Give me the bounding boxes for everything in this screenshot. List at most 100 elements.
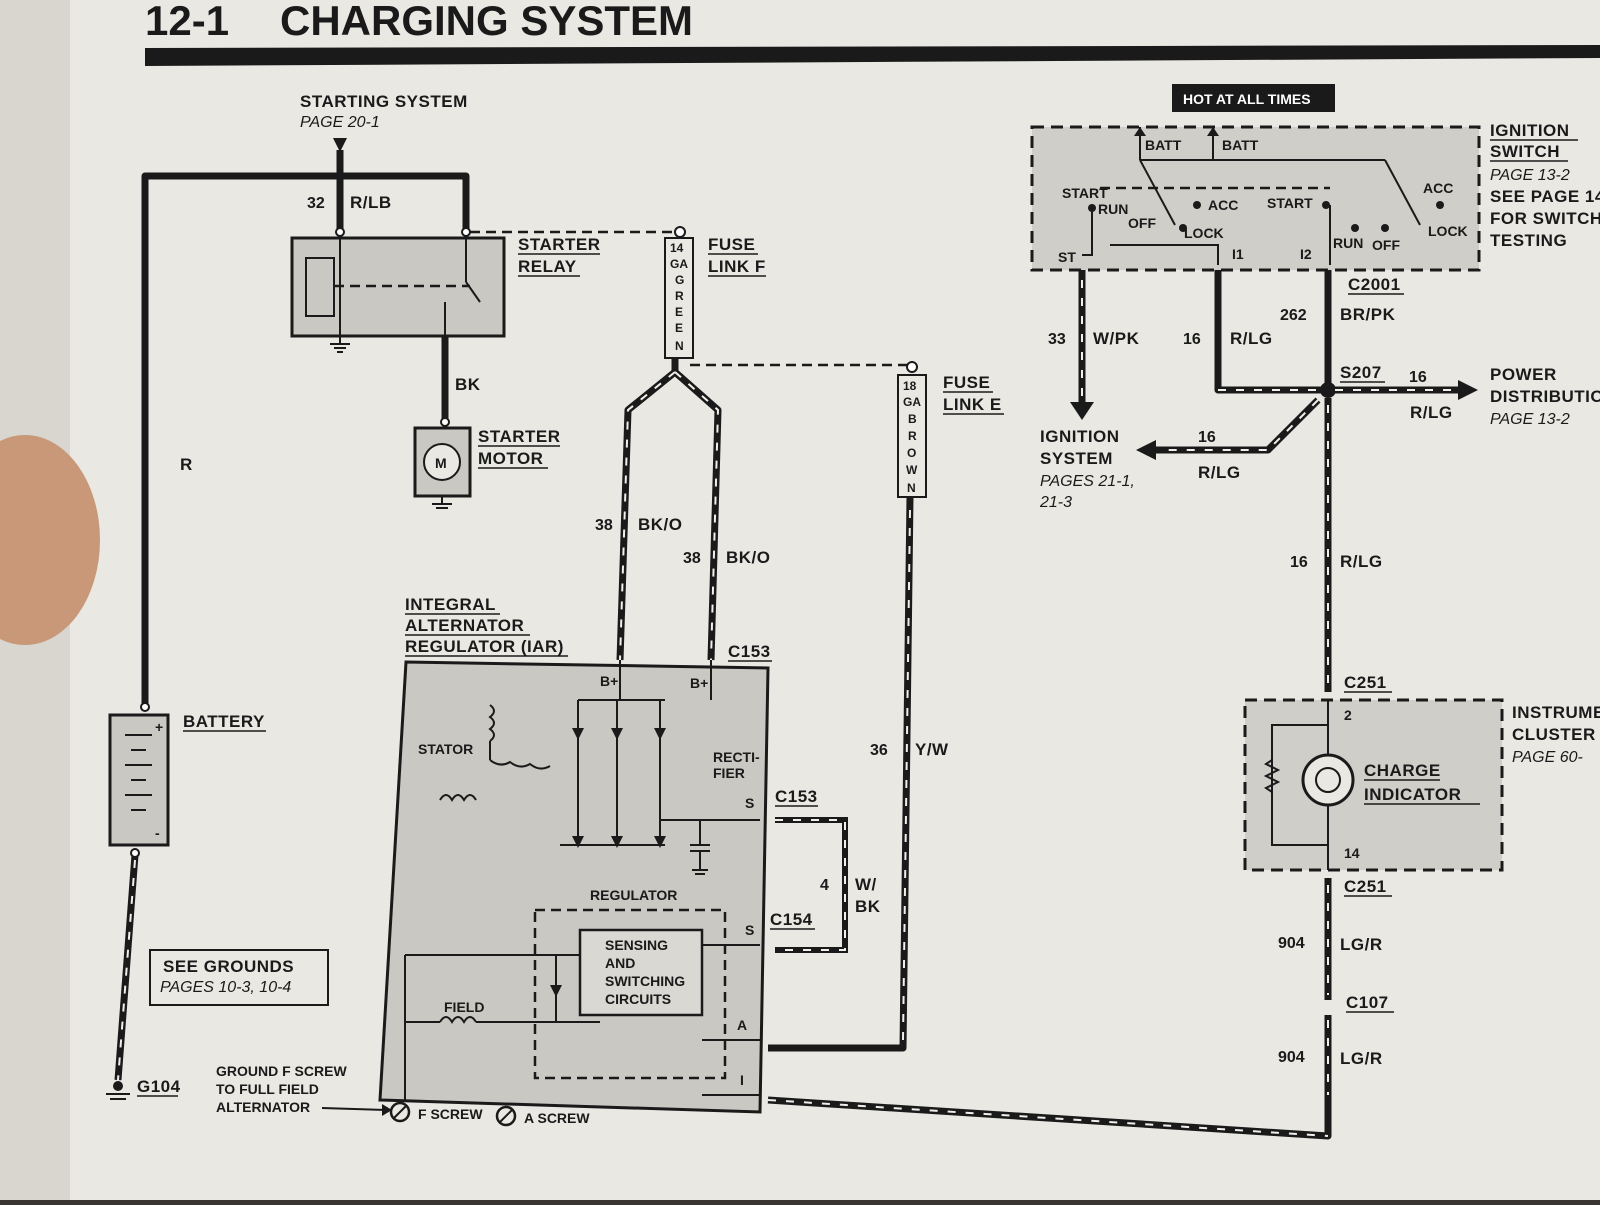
sensing-label-3: SWITCHING xyxy=(605,973,685,989)
iar-label-3: REGULATOR (IAR) xyxy=(405,637,564,656)
wire-16ig-color: R/LG xyxy=(1198,463,1241,482)
instrument-cluster-label-2: CLUSTER xyxy=(1512,725,1596,744)
wire-33-color: W/PK xyxy=(1093,329,1140,348)
ign-batt-1: BATT xyxy=(1145,137,1182,153)
iar-i-label: I xyxy=(740,1072,744,1088)
ign-start-1: START xyxy=(1062,185,1108,201)
svg-text:W: W xyxy=(906,463,918,477)
connector-c153-side: C153 xyxy=(775,787,818,806)
svg-text:E: E xyxy=(675,321,683,335)
wire-16pd-num: 16 xyxy=(1409,369,1427,386)
iar-bplus-1: B+ xyxy=(600,673,618,689)
power-distribution-page: PAGE 13-2 xyxy=(1490,411,1570,428)
wire-38a-color: BK/O xyxy=(638,515,683,534)
wire-16a-color: R/LG xyxy=(1230,329,1273,348)
hot-at-all-times-banner xyxy=(1172,84,1335,112)
ignition-switch-note-1: SEE PAGE 14 xyxy=(1490,187,1600,206)
wire-r-color: R xyxy=(180,455,193,474)
ignition-switch-page: PAGE 13-2 xyxy=(1490,167,1570,184)
ign-run-2: RUN xyxy=(1333,235,1363,251)
wire-16pd-color: R/LG xyxy=(1410,403,1453,422)
fuse-link-f-gauge: 14 GA G R E E N xyxy=(670,241,688,353)
ground-g104-label: G104 xyxy=(137,1077,181,1096)
battery-icon xyxy=(125,734,152,811)
f-screw-note-1: GROUND F SCREW xyxy=(216,1063,347,1079)
sensing-label-4: CIRCUITS xyxy=(605,991,671,1007)
ign-lock-2: LOCK xyxy=(1428,223,1468,239)
iar-a-label: A xyxy=(737,1017,747,1033)
ignition-system-page-1: PAGES 21-1, xyxy=(1040,473,1135,490)
fuse-link-e xyxy=(897,374,927,498)
connector-c154: C154 xyxy=(770,910,813,929)
battery-minus: - xyxy=(155,825,160,841)
wire-r xyxy=(141,172,470,705)
power-distribution-arrow xyxy=(1458,380,1478,400)
svg-text:O: O xyxy=(907,446,916,460)
grounds-note-1: SEE GROUNDS xyxy=(163,957,294,976)
cluster-pin-bottom: 14 xyxy=(1344,845,1360,861)
wire-38a-num: 38 xyxy=(595,517,613,534)
motor-icon xyxy=(423,443,461,481)
wire-904a-num: 904 xyxy=(1278,935,1305,952)
starting-system-arrow xyxy=(333,138,347,152)
charge-indicator-label-2: INDICATOR xyxy=(1364,785,1461,804)
ignition-switch-note-3: TESTING xyxy=(1490,231,1567,250)
charge-indicator-circuit xyxy=(1263,700,1329,870)
regulator-box xyxy=(533,908,727,1080)
svg-text:14: 14 xyxy=(670,241,684,255)
svg-text:GA: GA xyxy=(670,257,688,271)
ignition-system-page-2: 21-3 xyxy=(1039,494,1072,511)
stator-icon xyxy=(439,704,551,802)
fuse-link-f-label-1: FUSE xyxy=(708,235,755,254)
wire-4-color-1: W/ xyxy=(855,875,877,894)
ign-lock-1: LOCK xyxy=(1184,225,1224,241)
ignition-system-arrow xyxy=(1136,440,1156,460)
f-screw-label: F SCREW xyxy=(418,1106,483,1122)
f-screw-note-2: TO FULL FIELD xyxy=(216,1081,319,1097)
svg-text:N: N xyxy=(675,339,684,353)
wire-38b-color: BK/O xyxy=(726,548,771,567)
instrument-cluster-label-1: INSTRUMENT xyxy=(1512,703,1600,722)
fuse-link-f-label-2: LINK F xyxy=(708,257,766,276)
wire-36-num: 36 xyxy=(870,742,888,759)
connector-c153-top: C153 xyxy=(728,642,771,661)
cluster-pin-top: 2 xyxy=(1344,707,1352,723)
instrument-cluster-page: PAGE 60- xyxy=(1512,749,1583,766)
wire-16a-num: 16 xyxy=(1183,331,1201,348)
iar-field-label: FIELD xyxy=(444,999,484,1015)
iar-rectifier-label-2: FIER xyxy=(713,765,745,781)
svg-text:R: R xyxy=(675,289,684,303)
ign-start-2: START xyxy=(1267,195,1313,211)
motor-ground-icon xyxy=(432,496,452,509)
iar-s1-label: S xyxy=(745,795,754,811)
wire-16ig-num: 16 xyxy=(1198,429,1216,446)
iar-rectifier-label-1: RECTI- xyxy=(713,749,760,765)
wire-32-num: 32 xyxy=(307,195,325,212)
starter-motor-label-1: STARTER xyxy=(478,427,561,446)
grounds-note-2: PAGES 10-3, 10-4 xyxy=(160,979,291,996)
ignition-switch-note-2: FOR SWITCH xyxy=(1490,209,1600,228)
wire-904b-num: 904 xyxy=(1278,1049,1305,1066)
ign-i2: I2 xyxy=(1300,246,1312,262)
header-rule xyxy=(145,45,1600,66)
wire-33-num: 33 xyxy=(1048,331,1066,348)
wire-bk-color: BK xyxy=(455,375,481,394)
ign-i1: I1 xyxy=(1232,246,1244,262)
battery-label: BATTERY xyxy=(183,712,265,731)
ignition-switch-box xyxy=(1030,125,1481,272)
splice-s207-label: S207 xyxy=(1340,363,1382,382)
ign-acc-1: ACC xyxy=(1208,197,1238,213)
ign-st: ST xyxy=(1058,249,1076,265)
capacitor-icon xyxy=(690,820,710,875)
fuse-link-e-label-1: FUSE xyxy=(943,373,990,392)
field-coil-icon xyxy=(404,954,600,1100)
ign-batt-2: BATT xyxy=(1222,137,1259,153)
sensing-label-1: SENSING xyxy=(605,937,668,953)
ignition-system-label-2: SYSTEM xyxy=(1040,449,1113,468)
sensing-switching-box xyxy=(578,928,704,1017)
connector-c107: C107 xyxy=(1346,993,1389,1012)
motor-symbol: M xyxy=(435,455,447,471)
fuse-link-f xyxy=(664,237,694,359)
fuse-link-e-label-2: LINK E xyxy=(943,395,1002,414)
